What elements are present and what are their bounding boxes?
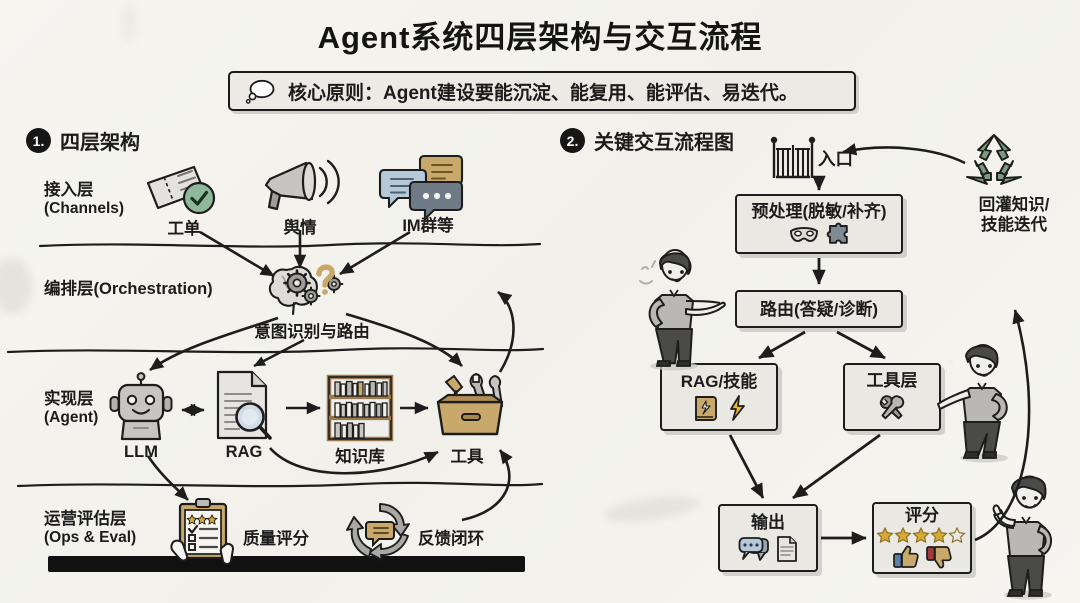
node-feedback-loop (346, 500, 413, 564)
person-operating-tool (937, 338, 1024, 466)
paper-smudge (0, 258, 32, 314)
person-thumbs-up-icon (992, 475, 1052, 600)
ticket-check-icon (146, 165, 216, 215)
mask-icon (789, 226, 818, 242)
document-search-icon (216, 370, 272, 440)
section-2-number: 2. (560, 128, 585, 153)
node-public-opinion (258, 155, 346, 217)
megaphone-icon (264, 159, 340, 211)
node-rag (210, 368, 278, 444)
node-im-groups (378, 152, 474, 221)
node-label-feedback-loop: 反馈闭环 (418, 530, 484, 548)
page-title: Agent系统四层架构与交互流程 (317, 20, 763, 55)
section-1-number: 1. (26, 128, 51, 153)
flow-box-preprocess-label: 预处理(脱敏/补齐) (751, 201, 887, 221)
book-icon (694, 395, 717, 421)
core-principle-banner: 核心原则：Agent建设要能沉淀、能复用、能评估、易迭代。 (228, 71, 856, 111)
thought-bubble-icon (245, 79, 275, 104)
node-quality-score (168, 496, 240, 570)
star-rating-icon (876, 526, 966, 544)
toolbox-icon (436, 373, 504, 436)
flow-box-rating-label: 评分 (905, 506, 939, 525)
flow-box-routing-label: 路由(答疑/诊断) (759, 299, 879, 319)
node-label-knowledge-base: 知识库 (335, 448, 385, 466)
node-label-im-groups: IM群等 (402, 217, 454, 235)
node-label-quality-score: 质量评分 (243, 530, 309, 548)
node-label-intent-routing: 意图识别与路由 (254, 323, 370, 341)
flow-box-preprocess[interactable]: 预处理(脱敏/补齐) (735, 194, 903, 254)
chat-bubbles-icon (378, 154, 464, 221)
person-thumbs-up (986, 466, 1068, 601)
flow-box-routing[interactable]: 路由(答疑/诊断) (735, 290, 903, 328)
feedback-note: 回灌知识/ 技能迭代 (978, 196, 1050, 234)
layer-label-ops-eval: 运营评估层 (Ops & Eval) (44, 510, 137, 547)
node-label-ticket: 工单 (167, 220, 201, 238)
section-1-title: 四层架构 (60, 132, 140, 154)
document-icon (777, 535, 797, 562)
layer-label-orchestration: 编排层(Orchestration) (44, 280, 213, 298)
brain-gears-icon (268, 264, 344, 316)
lightning-icon (729, 394, 745, 421)
recycle-icon (966, 134, 1022, 185)
wrench-screwdriver-icon (879, 394, 905, 419)
feedback-recycle (963, 133, 1025, 191)
speech-bubbles-icon (738, 536, 769, 561)
person-operating-icon (937, 344, 1008, 463)
flow-arrows (728, 143, 1031, 545)
section-2-title: 关键交互流程图 (594, 132, 734, 154)
section-2-header: 2. 关键交互流程图 (560, 126, 734, 155)
node-intent-routing (266, 256, 352, 318)
node-llm (108, 372, 174, 444)
bookshelf-icon (326, 374, 394, 442)
person-pointing-icon (639, 249, 726, 371)
layer-label-agent: 实现层 (Agent) (44, 390, 99, 427)
node-knowledge-base (325, 374, 395, 442)
bottom-rule (48, 556, 525, 572)
layer-dividers (6, 242, 545, 488)
flow-box-output[interactable]: 输出 (718, 504, 818, 572)
flow-box-rag-skill[interactable]: RAG/技能 (660, 363, 778, 431)
core-principle-text: 核心原则：Agent建设要能沉淀、能复用、能评估、易迭代。 (288, 82, 798, 104)
feedback-loop-icon (346, 503, 410, 561)
flow-box-output-label: 输出 (751, 512, 785, 532)
node-ticket (142, 161, 224, 221)
clipboard-stars-icon (170, 498, 235, 565)
gate-icon (770, 136, 816, 179)
node-tools (432, 368, 508, 440)
flow-box-tool-layer-label: 工具层 (866, 370, 918, 390)
node-label-tools: 工具 (450, 448, 484, 466)
flow-box-tool-layer[interactable]: 工具层 (843, 363, 941, 431)
flow-box-rating[interactable]: 评分 (872, 502, 972, 574)
flow-entry (770, 136, 816, 180)
paper-smudge (120, 0, 138, 44)
flow-box-rag-skill-label: RAG/技能 (680, 371, 758, 391)
person-pointing (639, 243, 726, 371)
section-1-header: 1. 四层架构 (26, 126, 140, 155)
puzzle-icon (826, 222, 848, 244)
node-label-public-opinion: 舆情 (283, 219, 317, 237)
architecture-arrows (146, 230, 515, 522)
thumbs-down-icon (925, 546, 952, 569)
robot-icon (109, 372, 173, 441)
thumbs-up-icon (892, 545, 919, 568)
node-label-rag: RAG (225, 443, 263, 461)
layer-label-channels: 接入层 (Channels) (44, 181, 125, 218)
